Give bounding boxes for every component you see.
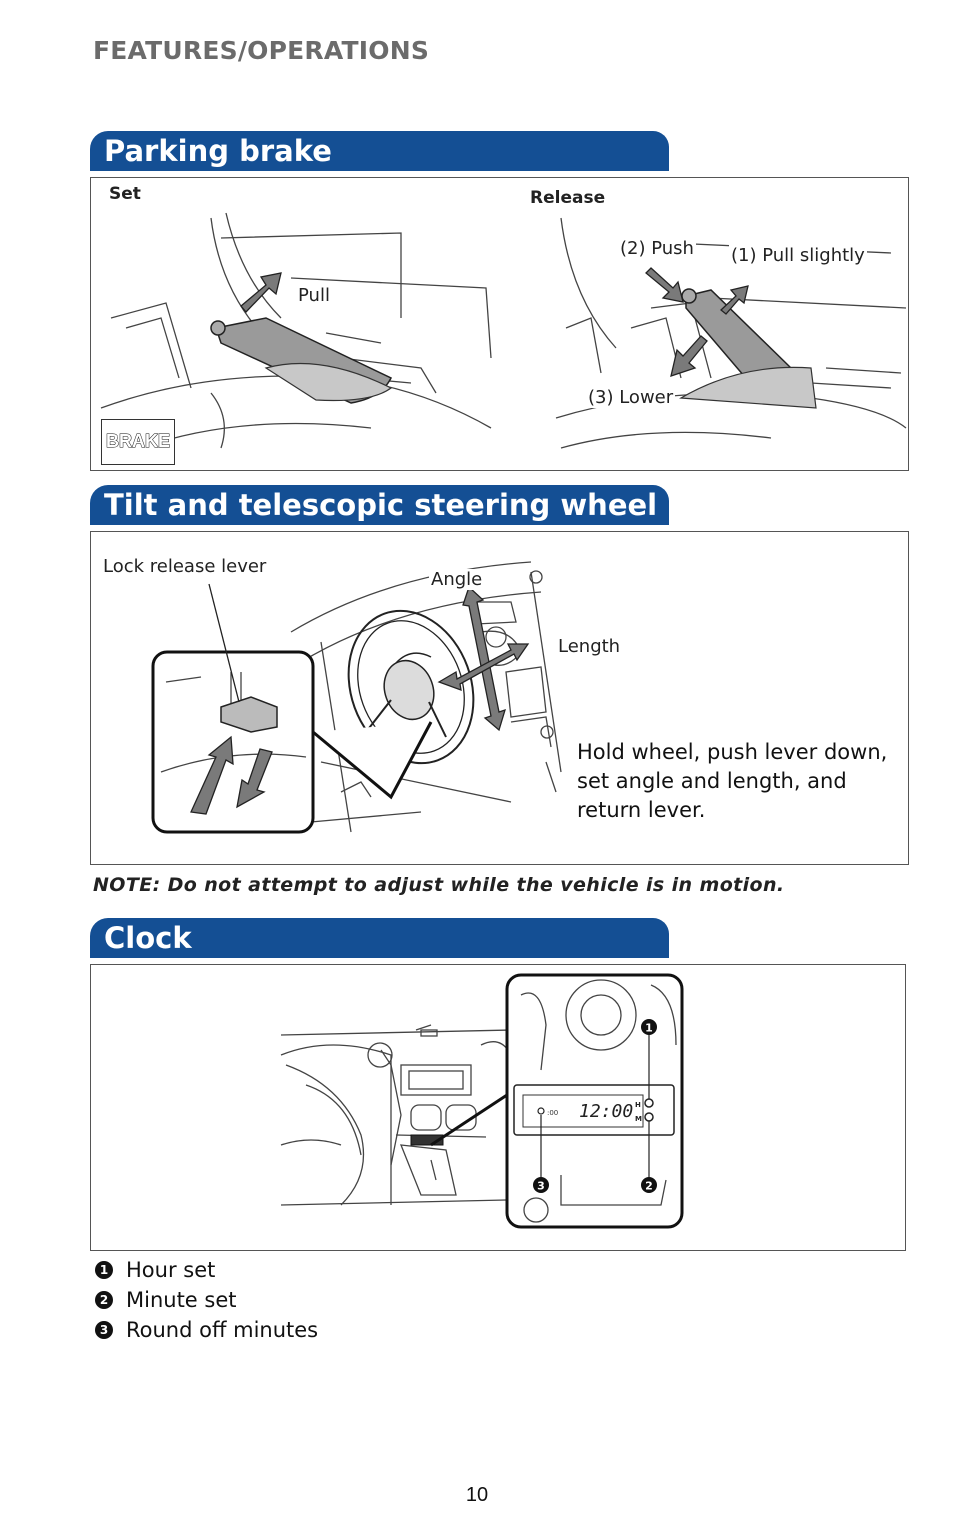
motion-note: NOTE: Do not attempt to adjust while the… [93, 874, 785, 896]
parking-brake-illustration: Set Release Pull (2) Push (1) Pull sligh… [90, 177, 909, 471]
callout-1 [641, 1019, 657, 1035]
tilt-instruction: Hold wheel, push lever down, set angle a… [577, 740, 888, 822]
clock-display-small: :00 [547, 1109, 558, 1117]
page-number: 10 [465, 1484, 489, 1506]
callout-2 [641, 1177, 657, 1193]
legend-text: Hour set [126, 1258, 216, 1282]
svg-text:2: 2 [645, 1180, 653, 1193]
pull-slightly-label: (1) Pull slightly [729, 245, 867, 266]
hour-button[interactable] [644, 1098, 654, 1108]
clock-drawing: 12:00 :00 H M 1 2 3 [280, 973, 684, 1229]
steering-wheel-drawing [151, 561, 562, 834]
legend-text: Minute set [126, 1288, 237, 1312]
svg-text:3: 3 [537, 1180, 545, 1193]
round-off-button[interactable] [537, 1107, 545, 1115]
parking-brake-title: Parking brake [90, 131, 669, 171]
m-button-label: M [635, 1115, 642, 1123]
callout-3 [533, 1177, 549, 1193]
clock-display-time: 12:00 [579, 1101, 633, 1122]
tilt-steering-illustration: Lock release lever Angle Length Hold whe… [90, 531, 909, 865]
brake-warning-icon: BRAKE [101, 419, 175, 465]
legend-number: 3 [95, 1321, 113, 1339]
set-label: Set [109, 184, 141, 204]
lock-release-label: Lock release lever [101, 556, 269, 577]
push-label: (2) Push [618, 238, 696, 259]
length-label: Length [556, 636, 623, 657]
tilt-steering-title: Tilt and telescopic steering wheel [90, 485, 669, 525]
legend-number: 2 [95, 1291, 113, 1309]
legend-text: Round off minutes [126, 1318, 319, 1342]
svg-text:1: 1 [645, 1022, 653, 1035]
minute-button[interactable] [644, 1112, 654, 1122]
clock-title: Clock [90, 918, 669, 958]
angle-label: Angle [429, 569, 485, 590]
parking-brake-drawing [100, 212, 907, 449]
clock-illustration: 12:00 :00 H M 1 2 3 [90, 964, 906, 1251]
lower-label: (3) Lower [586, 387, 676, 408]
section-header: FEATURES/OPERATIONS [93, 36, 430, 65]
h-button-label: H [635, 1101, 641, 1109]
legend-number: 1 [95, 1261, 113, 1279]
legend-item: 3 Round off minutes [95, 1315, 318, 1345]
legend-item: 2 Minute set [95, 1285, 318, 1315]
legend-item: 1 Hour set [95, 1255, 318, 1285]
clock-legend: 1 Hour set 2 Minute set 3 Round off minu… [95, 1255, 318, 1345]
release-label: Release [530, 188, 606, 208]
pull-label: Pull [296, 285, 332, 306]
